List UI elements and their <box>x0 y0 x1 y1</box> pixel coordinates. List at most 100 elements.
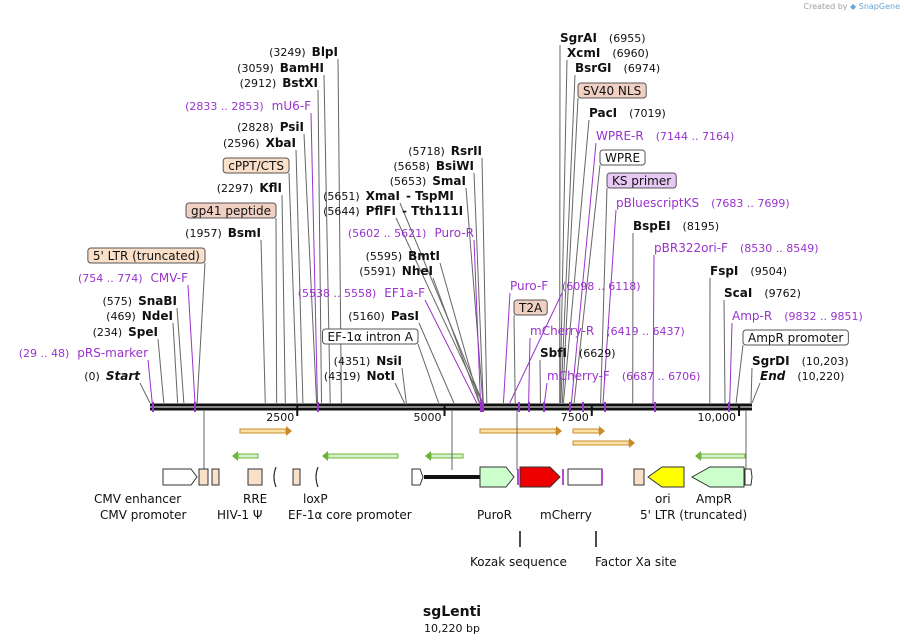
primer-coord: (7144 .. 7164) <box>656 130 735 143</box>
leader-line <box>729 322 733 404</box>
map-label: pBluescriptKS(7683 .. 7699) <box>616 196 790 210</box>
map-label: BspEI(8195) <box>633 219 719 233</box>
site-name: Start <box>106 369 141 383</box>
map-label: 5' LTR (truncated) <box>87 247 206 264</box>
leader-line <box>418 322 455 404</box>
feature-box <box>606 172 677 189</box>
primer-marks <box>152 402 730 412</box>
map-label: T2A <box>513 299 548 316</box>
site-coord: (2828) <box>237 121 274 134</box>
site-name: NsiI <box>376 354 402 368</box>
feature-box-label: T2A <box>518 301 543 315</box>
primer-name: mU6-F <box>272 99 311 113</box>
primer-name: EF1a-F <box>384 286 425 300</box>
site-coord: (5718) <box>408 145 445 158</box>
label-ampr: AmpR <box>696 492 732 506</box>
map-label: pRS-marker(29 .. 48) <box>19 346 148 360</box>
map-label: (6098 .. 6118) <box>562 280 641 293</box>
leader-line <box>570 142 597 404</box>
ks-feature <box>601 469 603 485</box>
site-coord: (0) <box>84 370 100 383</box>
leader-line <box>176 307 185 404</box>
green-arrow <box>425 451 464 461</box>
site-name: NdeI <box>142 309 173 323</box>
map-label: NotI(4319) <box>324 369 395 383</box>
site-coord: (6974) <box>624 62 661 75</box>
site-coord: (8195) <box>683 220 720 233</box>
feature-names: CMV enhancer CMV promoter RRE HIV-1 Ψ lo… <box>94 492 747 569</box>
site-coord: (5591) <box>359 265 396 278</box>
label-puror: PuroR <box>477 508 512 522</box>
feature-box-label: SV40 NLS <box>583 84 641 98</box>
ori-feature <box>647 466 685 488</box>
credit-brand: SnapGene <box>858 2 900 11</box>
site-name: BlpI <box>312 45 338 59</box>
site-coord: (4319) <box>324 370 361 383</box>
tick-label: 7500 <box>561 411 589 424</box>
tick-label: 2500 <box>266 411 294 424</box>
leader-line <box>600 187 608 404</box>
map-label: Amp-R(9832 .. 9851) <box>732 309 863 323</box>
green-arrow <box>695 451 746 461</box>
label-cmv-promoter: CMV promoter <box>100 508 187 522</box>
site-name: SnaBI <box>138 294 177 308</box>
leader-line <box>310 112 318 404</box>
site-coord: (5651) <box>323 190 360 203</box>
map-label: PasI(5160) <box>348 309 419 323</box>
site-coord: (6955) <box>609 32 646 45</box>
label-ltr-truncated: 5' LTR (truncated) <box>640 508 747 522</box>
site-name: PsiI <box>280 120 304 134</box>
site-name: PflFI <box>366 204 396 218</box>
translation-arrows <box>232 426 746 461</box>
primer-name: WPRE-R <box>596 129 644 143</box>
map-label: CMV-F (754 .. 774) <box>78 271 188 285</box>
cmv-promoter-feature <box>198 468 209 486</box>
map-label: mCherry-F(6687 .. 6706) <box>547 369 700 383</box>
orange-arrow <box>479 426 562 436</box>
leader-line <box>751 382 761 404</box>
label-kozak: Kozak sequence <box>470 555 567 569</box>
site-coord: (2596) <box>223 137 260 150</box>
feature-box-label: AmpR promoter <box>748 331 843 345</box>
map-label: SpeI(234) <box>93 325 158 339</box>
label-hiv1-psi: HIV-1 Ψ <box>217 508 262 522</box>
label-factor-xa: Factor Xa site <box>595 555 677 569</box>
primer-coord: (754 .. 774) <box>78 272 143 285</box>
map-label: PsiI (2828) <box>237 120 304 134</box>
site-coord: (2297) <box>217 182 254 195</box>
site-coord: (5160) <box>348 310 385 323</box>
map-label: BlpI(3249) <box>269 45 338 59</box>
leader-line <box>543 382 548 404</box>
primer-name: pRS-marker <box>77 346 148 360</box>
site-coord: (5658) <box>393 160 430 173</box>
site-coord: (7019) <box>629 107 666 120</box>
map-label: NheI(5591) <box>359 264 433 278</box>
ampr-promoter-feature <box>744 468 753 486</box>
green-arrow <box>322 451 399 461</box>
map-label: SV40 NLS <box>577 82 647 99</box>
site-name: BstXI <box>282 76 318 90</box>
map-label: XmaI(5651)- TspMI <box>323 189 454 203</box>
primer-name: CMV-F <box>151 271 189 285</box>
site-coord: (469) <box>106 310 136 323</box>
site-name: ScaI <box>724 286 752 300</box>
feature-box <box>742 329 849 346</box>
site-alt-name: - TspMI <box>406 189 454 203</box>
map-label: gp41 peptide <box>185 202 277 219</box>
primer-name: pBluescriptKS <box>616 196 699 210</box>
site-name: End <box>760 369 786 383</box>
label-leader-lines <box>139 44 761 404</box>
leader-line <box>295 149 304 404</box>
orange-arrow <box>572 438 635 448</box>
leader-line <box>481 157 488 404</box>
map-label: BsiWI(5658) <box>393 159 474 173</box>
site-name: XcmI <box>567 46 600 60</box>
leader-line <box>439 262 481 404</box>
primer-coord: (6687 .. 6706) <box>622 370 701 383</box>
leader-line <box>394 382 405 404</box>
feature-box-label: gp41 peptide <box>191 204 271 218</box>
site-name: BsmI <box>228 226 261 240</box>
leader-line <box>559 59 568 404</box>
site-coord: (2912) <box>240 77 277 90</box>
site-coord: (9504) <box>750 265 787 278</box>
